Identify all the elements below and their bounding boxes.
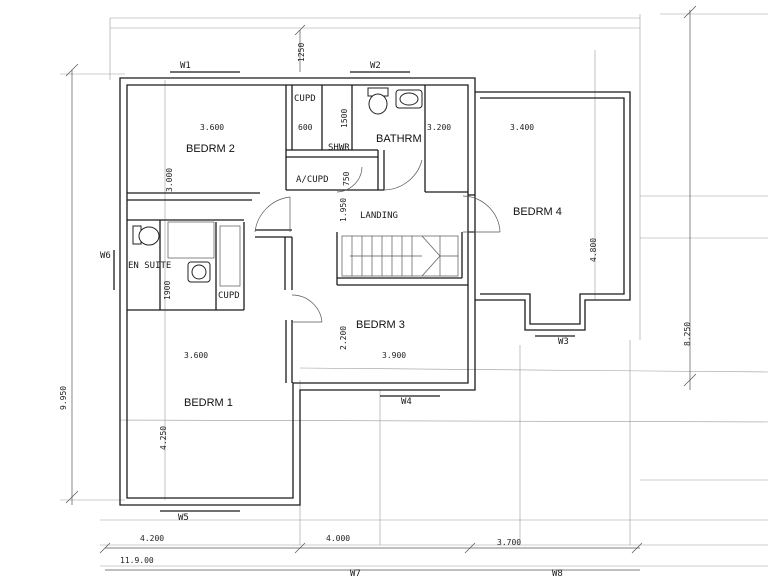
dim-overall-width: 11.9.00 <box>120 556 154 565</box>
window-openings <box>113 71 575 512</box>
shower-tray-ensuite <box>167 221 215 259</box>
outer-dimension-lines <box>65 5 697 571</box>
room-label-shower: SHWR <box>328 143 350 153</box>
dim-ensuite-depth: 1900 <box>163 281 172 300</box>
room-label-cupboard-top: CUPD <box>294 94 316 104</box>
room-label-bedroom-1: BEDRM 1 <box>184 397 233 409</box>
room-label-airing-cupboard: A/CUPD <box>296 175 329 185</box>
dim-bedroom-2-width: 3.600 <box>200 123 224 132</box>
dim-bedroom-3-depth: 2.200 <box>339 326 348 350</box>
doors <box>254 159 501 323</box>
window-label-w3: W3 <box>558 337 569 347</box>
room-label-bedroom-4: BEDRM 4 <box>513 206 562 218</box>
dim-bottom-middle: 4.000 <box>326 534 350 543</box>
dim-airing-cupboard-depth: 750 <box>342 171 351 186</box>
dim-shower-depth: 1500 <box>340 109 349 128</box>
staircase <box>341 235 459 277</box>
room-label-bedroom-3: BEDRM 3 <box>356 319 405 331</box>
ensuite-cupboard-shelf <box>219 225 241 287</box>
fixtures <box>132 87 423 287</box>
dim-landing-depth: 1.950 <box>339 198 348 222</box>
walls <box>119 77 631 506</box>
window-label-w4: W4 <box>401 397 412 407</box>
dim-bedroom-4-width: 3.400 <box>510 123 534 132</box>
window-label-w5: W5 <box>178 513 189 523</box>
dim-bedroom-2-depth: 3.000 <box>165 168 174 192</box>
dim-bathroom-width: 3.200 <box>427 123 451 132</box>
dim-bottom-left: 4.200 <box>140 534 164 543</box>
window-label-w8: W8 <box>552 569 563 576</box>
dim-bottom-right: 3.700 <box>497 538 521 547</box>
dim-top-offset: 1250 <box>297 43 306 62</box>
room-label-en-suite: EN SUITE <box>128 261 171 271</box>
room-label-bedroom-2: BEDRM 2 <box>186 143 235 155</box>
dim-bedroom-3-width: 3.900 <box>382 351 406 360</box>
room-label-landing: LANDING <box>360 211 398 221</box>
window-label-w7: W7 <box>350 569 361 576</box>
dim-overall-left: 9.950 <box>59 386 68 410</box>
dim-cupboard-width: 600 <box>298 123 313 132</box>
toilet-ensuite-icon <box>132 225 160 246</box>
washbasin-bathroom-icon <box>395 89 423 109</box>
dim-bedroom-1-width: 3.600 <box>184 351 208 360</box>
room-label-cupboard-ensuite: CUPD <box>218 291 240 301</box>
window-label-w6: W6 <box>100 251 111 261</box>
washbasin-ensuite-icon <box>187 261 211 283</box>
dim-bedroom-1-depth: 4.250 <box>159 426 168 450</box>
dim-bedroom-4-depth: 4.800 <box>589 238 598 262</box>
window-label-w2: W2 <box>370 61 381 71</box>
window-label-w1: W1 <box>180 61 191 71</box>
toilet-bathroom-icon <box>367 87 389 115</box>
room-label-bathroom: BATHRM <box>376 133 422 145</box>
dim-overall-right: 8.250 <box>683 322 692 346</box>
